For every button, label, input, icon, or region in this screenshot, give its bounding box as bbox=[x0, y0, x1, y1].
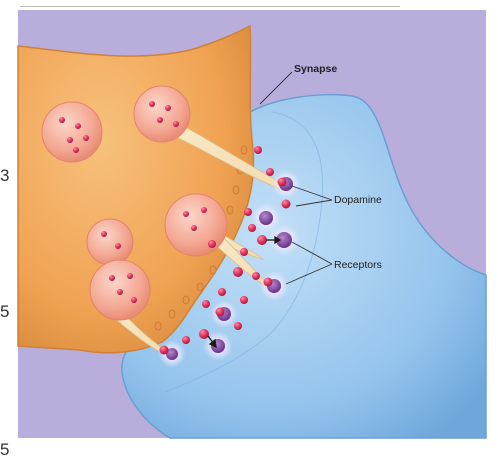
margin-number: 3 bbox=[0, 166, 10, 185]
dopamine-molecules bbox=[159, 146, 291, 355]
label-synapse: Synapse bbox=[294, 63, 337, 75]
leader-lines bbox=[259, 71, 333, 285]
margin-number: 5 bbox=[0, 302, 10, 321]
margin-number: 5 bbox=[0, 440, 10, 459]
top-rule bbox=[20, 6, 400, 7]
label-receptors: Receptors bbox=[334, 259, 382, 271]
membrane-line bbox=[164, 111, 324, 393]
binding-arrows bbox=[207, 235, 282, 349]
vesicle-contents bbox=[59, 101, 207, 303]
label-dopamine: Dopamine bbox=[334, 194, 382, 206]
